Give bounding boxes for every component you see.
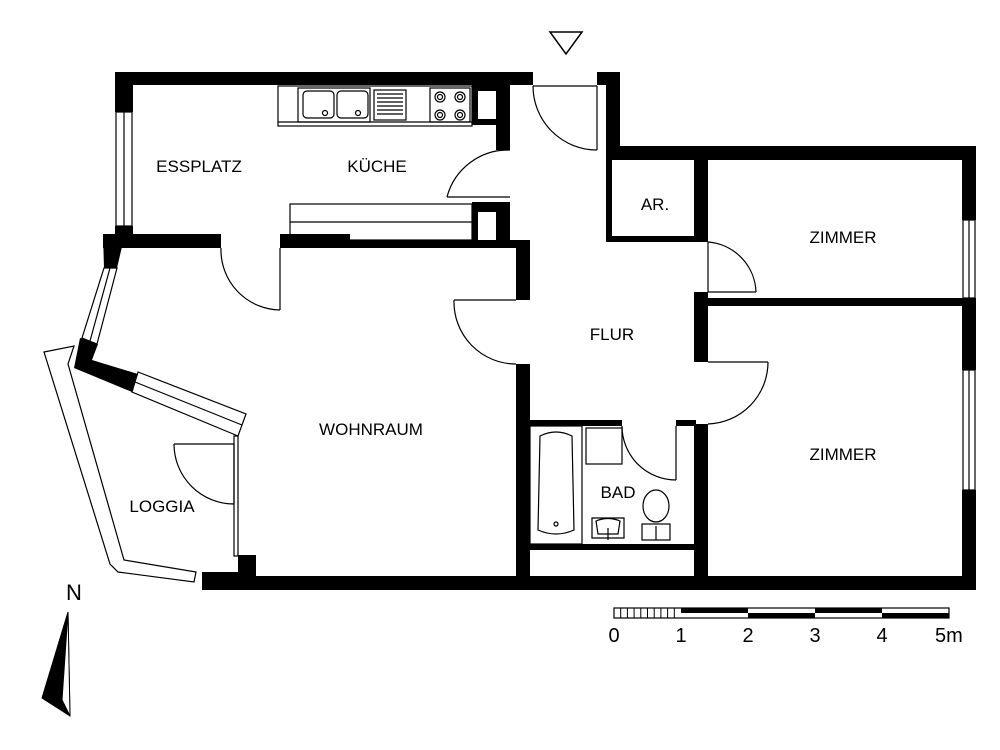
kitchen-counter	[277, 85, 473, 241]
scale-bar-segment	[815, 608, 882, 613]
room-label-flur: FLUR	[590, 325, 634, 344]
room-label-zimmer-1: ZIMMER	[809, 228, 876, 247]
north-label: N	[66, 580, 82, 605]
windows	[81, 111, 976, 491]
scale-bar-segment	[748, 613, 815, 618]
room-label-bad: BAD	[601, 483, 636, 502]
north-arrow: N	[41, 580, 82, 717]
room-label-zimmer-2: ZIMMER	[809, 445, 876, 464]
scale-bar: 0 1 2 3 4 5m	[608, 607, 963, 647]
scale-bar-segment	[882, 613, 949, 618]
entrance-marker-icon	[548, 31, 584, 56]
bathroom-fixtures	[529, 425, 671, 545]
room-labels: ESSPLATZ KÜCHE AR. ZIMMER FLUR WOHNRAUM …	[129, 157, 876, 516]
room-label-essplatz: ESSPLATZ	[156, 157, 242, 176]
scale-bar-label: 5m	[935, 625, 963, 647]
room-label-ar: AR.	[641, 195, 669, 214]
scale-bar-label: 1	[675, 625, 686, 647]
scale-bar-label: 3	[809, 625, 820, 647]
drain-lines	[377, 93, 403, 115]
doors	[173, 85, 769, 505]
interior-walls	[233, 85, 964, 590]
scale-bar-label: 4	[876, 625, 887, 647]
room-label-loggia: LOGGIA	[129, 497, 195, 516]
loggia-outline	[43, 345, 197, 583]
scale-bar-label: 0	[608, 625, 619, 647]
scale-bar-segment	[681, 608, 748, 613]
room-label-wohnraum: WOHNRAUM	[319, 420, 423, 439]
room-label-kueche: KÜCHE	[347, 157, 407, 176]
scale-bar-label: 2	[742, 625, 753, 647]
